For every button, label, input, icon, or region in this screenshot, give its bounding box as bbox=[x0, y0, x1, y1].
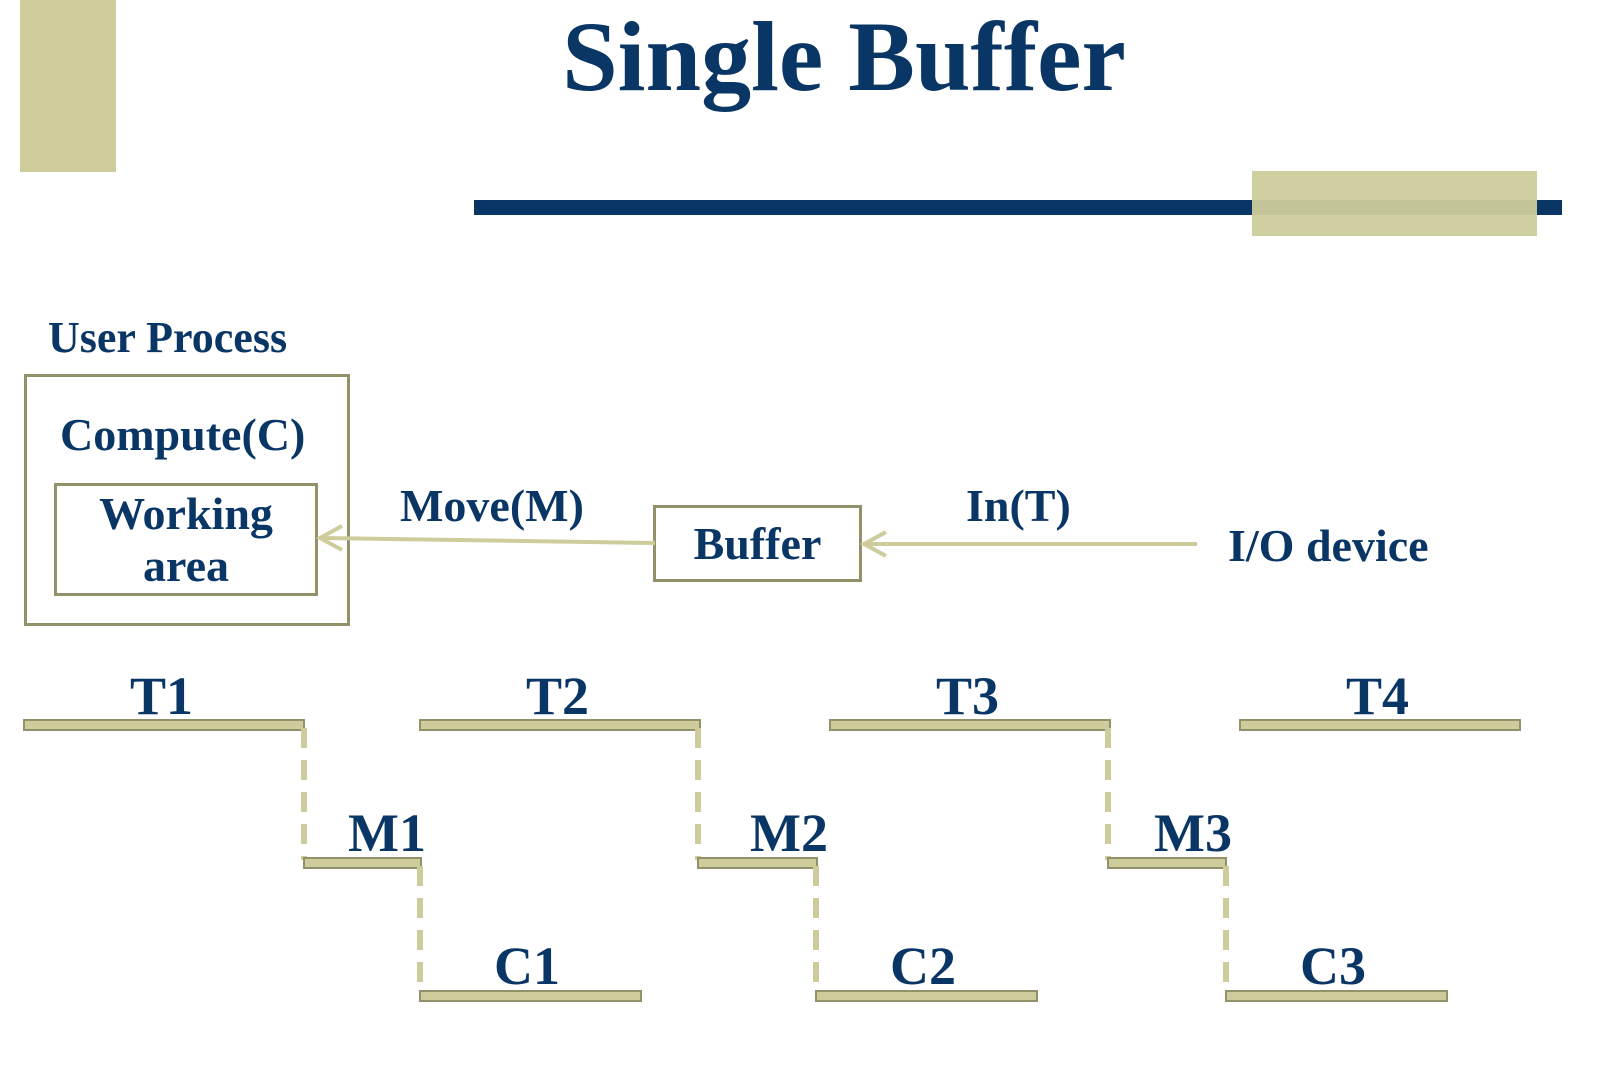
working-area-label: Working area bbox=[99, 488, 273, 591]
transfer-bar-t2 bbox=[419, 719, 701, 731]
buffer-label: Buffer bbox=[693, 518, 822, 569]
transfer-bar-t1 bbox=[23, 719, 305, 731]
in-label: In(T) bbox=[966, 480, 1071, 531]
move-bar-m2 bbox=[697, 857, 818, 869]
transfer-label-t4: T4 bbox=[1346, 666, 1410, 726]
move-label-m2: M2 bbox=[750, 803, 828, 863]
move-arrow-head bbox=[315, 524, 343, 552]
user-process-box bbox=[24, 374, 350, 626]
slide-title: Single Buffer bbox=[562, 1, 1126, 112]
corner-accent-block bbox=[20, 0, 116, 172]
transfer-bar-t4 bbox=[1239, 719, 1521, 731]
transfer-label-t1: T1 bbox=[130, 666, 194, 726]
move-label-m3: M3 bbox=[1154, 803, 1232, 863]
io-device-label: I/O device bbox=[1228, 520, 1429, 571]
compute-label: Compute(C) bbox=[60, 409, 306, 460]
move-label-m1: M1 bbox=[348, 803, 426, 863]
move-arrow-line bbox=[321, 536, 656, 545]
move-bar-m3 bbox=[1107, 857, 1227, 869]
working-area-box: Working area bbox=[54, 483, 318, 596]
right-accent-block bbox=[1252, 171, 1537, 236]
transfer-label-t3: T3 bbox=[936, 666, 1000, 726]
in-arrow-head bbox=[859, 530, 887, 558]
compute-label-c3: C3 bbox=[1300, 936, 1366, 996]
user-process-label: User Process bbox=[48, 313, 288, 362]
transfer-label-t2: T2 bbox=[526, 666, 590, 726]
move-label: Move(M) bbox=[400, 480, 584, 531]
compute-bar-c2 bbox=[815, 990, 1038, 1002]
move-bar-m1 bbox=[303, 857, 422, 869]
compute-label-c2: C2 bbox=[890, 936, 956, 996]
compute-bar-c1 bbox=[419, 990, 642, 1002]
compute-bar-c3 bbox=[1225, 990, 1448, 1002]
compute-label-c1: C1 bbox=[494, 936, 560, 996]
transfer-bar-t3 bbox=[829, 719, 1111, 731]
